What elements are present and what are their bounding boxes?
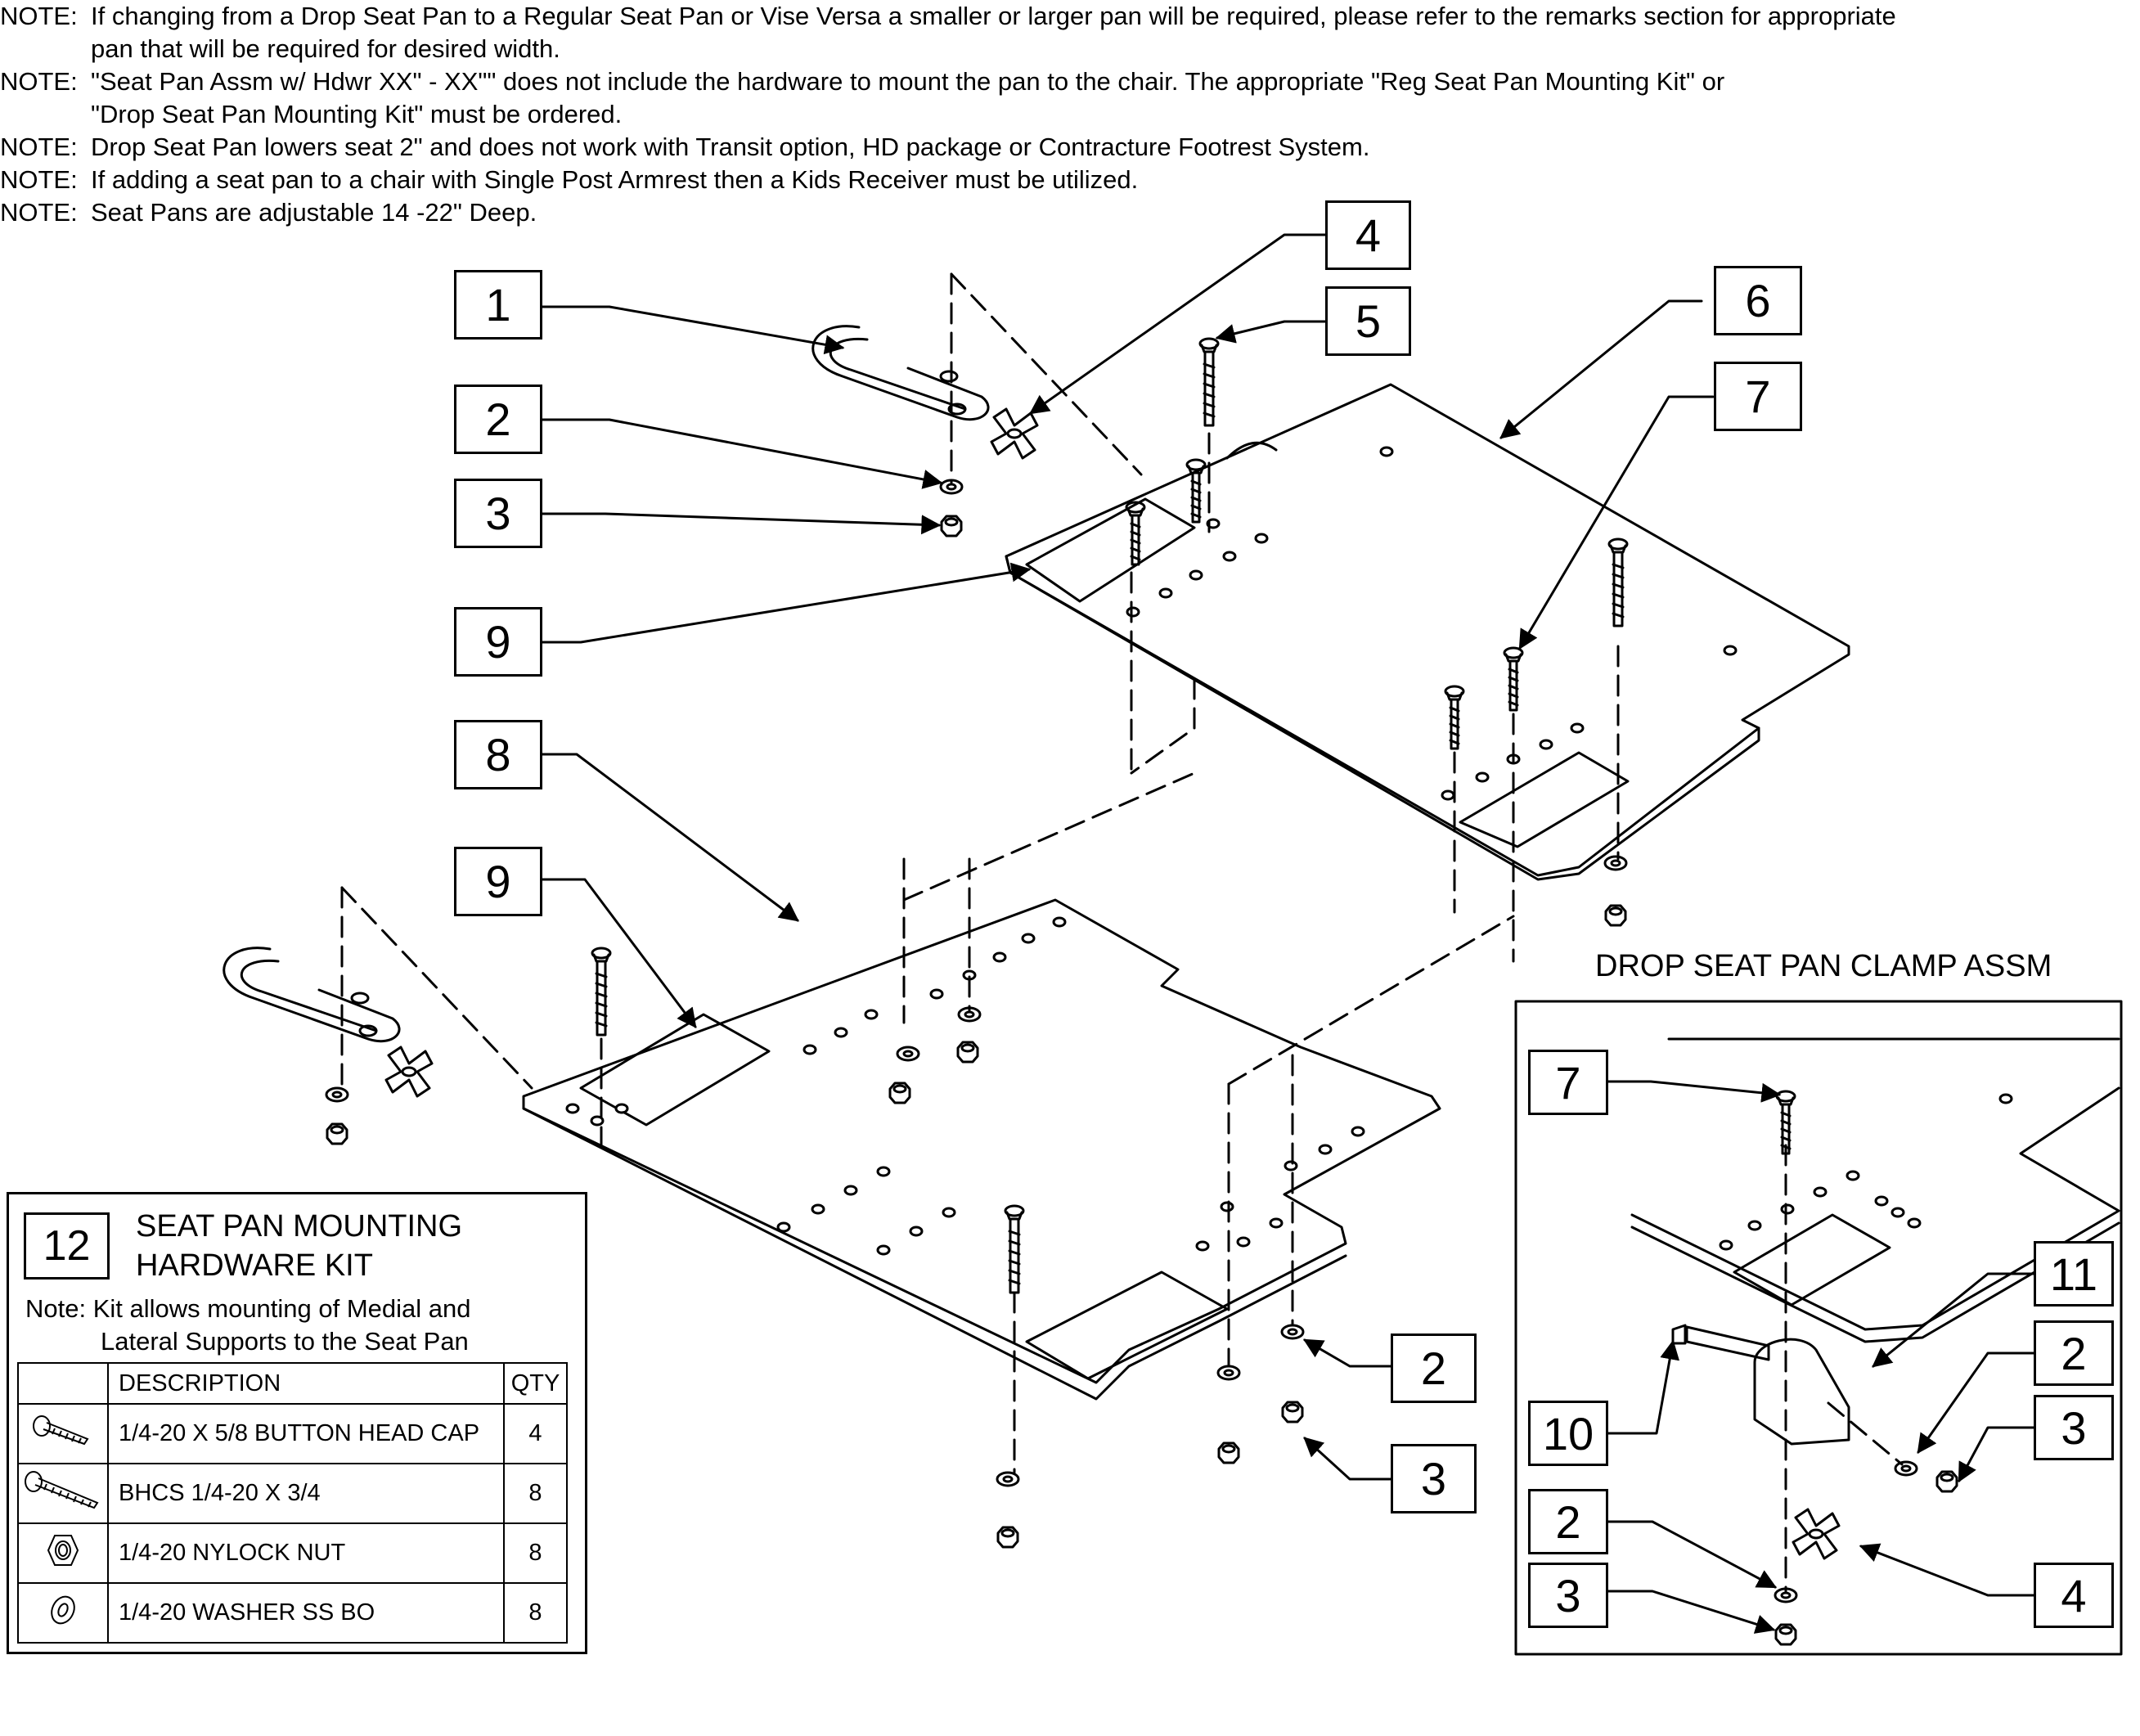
callout-4: 4: [1325, 200, 1411, 270]
hardware-kit-panel: 12 SEAT PAN MOUNTING HARDWARE KIT Note: …: [7, 1192, 587, 1654]
clamp-callout-3-left: 3: [1528, 1563, 1608, 1628]
clamp-callout-11: 11: [2034, 1241, 2114, 1306]
kit-title: SEAT PAN MOUNTING HARDWARE KIT: [136, 1209, 463, 1283]
note-1-continued: pan that will be required for desired wi…: [91, 34, 560, 63]
callout-9-upper: 9: [454, 607, 542, 677]
clamp-callout-10: 10: [1528, 1401, 1608, 1466]
callout-3-lower: 3: [1391, 1444, 1477, 1513]
callout-8: 8: [454, 720, 542, 789]
washer-icon: [51, 1595, 75, 1624]
bhcs-screw-icon: [25, 1470, 99, 1509]
nylock-nut-icon: [47, 1534, 79, 1566]
note-2: NOTE:"Seat Pan Assm w/ Hdwr XX" - XX"" d…: [0, 67, 1725, 96]
button-head-screw-icon: [33, 1414, 89, 1445]
kit-note: Note: Kit allows mounting of Medial and …: [25, 1294, 471, 1356]
table-row: 1/4-20 X 5/8 BUTTON HEAD CAP 4: [17, 1403, 568, 1464]
clamp-callout-2-left: 2: [1528, 1489, 1608, 1554]
callout-6: 6: [1714, 266, 1802, 335]
clamp-callout-2-right: 2: [2034, 1320, 2114, 1386]
kit-parts-table: DESCRIPTION QTY 1/4-20 X 5/8 BUTTON HEAD…: [17, 1362, 568, 1644]
callout-2: 2: [454, 385, 542, 454]
table-row: 1/4-20 WASHER SS BO 8: [17, 1582, 568, 1644]
table-header-row: DESCRIPTION QTY: [17, 1362, 568, 1405]
callout-1: 1: [454, 270, 542, 340]
callout-7: 7: [1714, 362, 1802, 431]
assembly-dash-lines: [340, 272, 1904, 1593]
clamp-callout-7: 7: [1528, 1050, 1608, 1115]
qty-header: QTY: [503, 1362, 568, 1405]
clamp-callout-3-right: 3: [2034, 1395, 2114, 1460]
callout-3: 3: [454, 479, 542, 548]
clamp-assembly-frame: [1514, 1000, 2123, 1656]
note-1: NOTE:If changing from a Drop Seat Pan to…: [0, 2, 1896, 30]
note-5: NOTE:Seat Pans are adjustable 14 -22" De…: [0, 198, 537, 227]
clamp-callout-4: 4: [2034, 1563, 2114, 1628]
hardware-parts: [223, 325, 1958, 1646]
description-header: DESCRIPTION: [107, 1362, 505, 1405]
callout-9-lower: 9: [454, 847, 542, 916]
kit-number: 12: [24, 1212, 110, 1280]
note-3: NOTE:Drop Seat Pan lowers seat 2" and do…: [0, 133, 1370, 161]
clamp-assembly-pan: [1630, 1037, 2120, 1343]
table-row: 1/4-20 NYLOCK NUT 8: [17, 1522, 568, 1584]
note-2-continued: "Drop Seat Pan Mounting Kit" must be ord…: [91, 100, 623, 128]
notes-section: NOTE:If changing from a Drop Seat Pan to…: [0, 0, 2127, 229]
table-row: BHCS 1/4-20 X 3/4 8: [17, 1463, 568, 1524]
callout-leaders: [538, 233, 2035, 1634]
clamp-assembly-title: DROP SEAT PAN CLAMP ASSM: [1595, 949, 2052, 983]
note-4: NOTE:If adding a seat pan to a chair wit…: [0, 165, 1139, 194]
regular-seat-pan-lower: [522, 898, 1441, 1401]
callout-2-lower: 2: [1391, 1333, 1477, 1403]
callout-5: 5: [1325, 286, 1411, 356]
